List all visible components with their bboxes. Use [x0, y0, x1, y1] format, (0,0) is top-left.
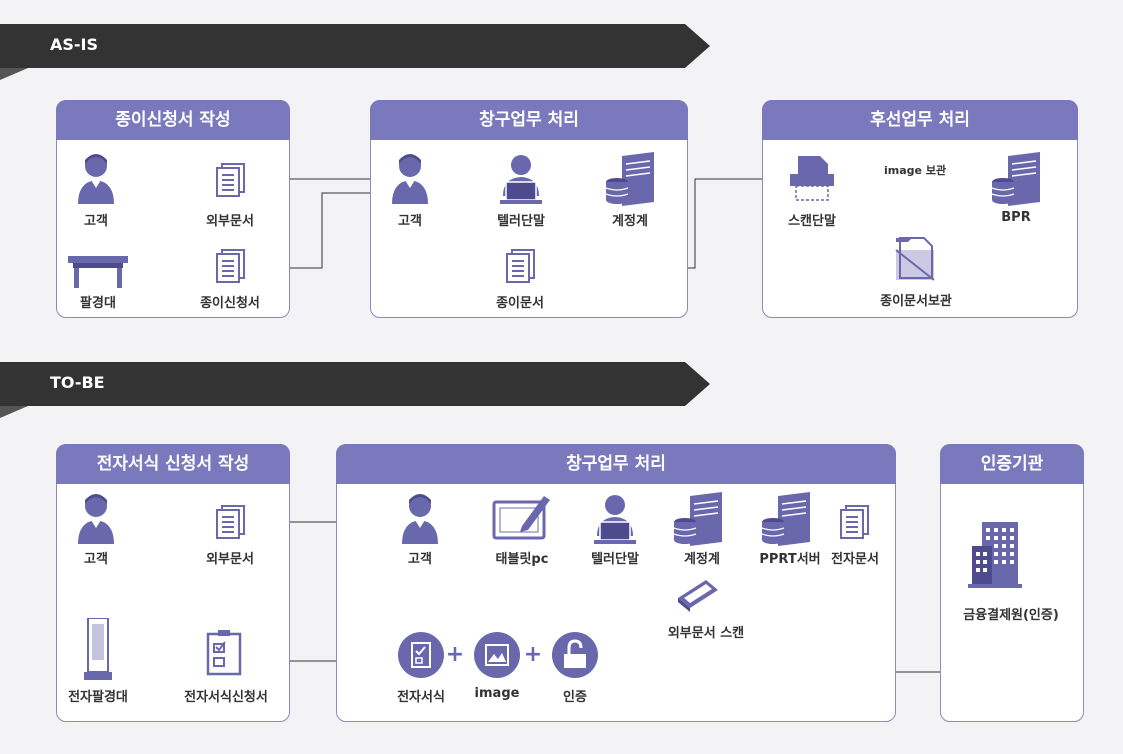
- plus-sign: +: [523, 642, 543, 667]
- image-store-label: image 보관: [884, 164, 947, 177]
- server-icon: [761, 492, 810, 546]
- e-counter-label: 전자팔경대: [68, 690, 128, 705]
- institution-label: 금융결제원(인증): [963, 608, 1059, 623]
- asis-title: AS-IS: [50, 35, 99, 54]
- box-title: 인증기관: [940, 444, 1084, 484]
- document-icon: [216, 505, 245, 539]
- teller-label: 텔러단말: [497, 214, 545, 229]
- scan-label: 외부문서 스캔: [667, 626, 745, 641]
- document-icon: [840, 505, 869, 539]
- box-title: 창구업무 처리: [336, 444, 896, 484]
- teller-terminal-icon: [500, 155, 542, 204]
- document-icon: [216, 163, 245, 197]
- flatbed-scanner-icon: [678, 580, 718, 612]
- pprt-server-label: PPRT서버: [759, 552, 821, 567]
- checklist-form-icon: [206, 630, 242, 676]
- box-title: 창구업무 처리: [370, 100, 688, 140]
- box-title: 후선업무 처리: [762, 100, 1078, 140]
- customer-label: 고객: [84, 552, 108, 567]
- kiosk-icon: [84, 618, 112, 680]
- tobe-counter-box: 창구업무 처리: [336, 444, 896, 722]
- asis-counter-box: 창구업무 처리: [370, 100, 688, 318]
- asis-backoffice-box: 후선업무 처리: [762, 100, 1078, 318]
- building-icon: [968, 522, 1022, 588]
- box-title: 전자서식 신청서 작성: [56, 444, 290, 484]
- customer-icon: [78, 494, 114, 544]
- plus-sign: +: [445, 642, 465, 667]
- customer-label: 고객: [84, 214, 108, 229]
- counter-table-icon: [68, 256, 128, 288]
- external-doc-label: 외부문서: [206, 214, 254, 229]
- paper-store-label: 종이문서보관: [880, 294, 952, 309]
- customer-icon: [392, 154, 428, 204]
- tobe-title: TO-BE: [50, 373, 105, 392]
- e-form-label: 전자서식신청서: [184, 690, 268, 705]
- customer-icon: [78, 154, 114, 204]
- account-system-label: 계정계: [612, 214, 648, 229]
- server-icon: [605, 152, 654, 206]
- image-label: image: [474, 686, 520, 701]
- asis-paper-form-box: 종이신청서 작성: [56, 100, 290, 318]
- document-icon: [506, 249, 535, 283]
- tobe-banner: TO-BE: [0, 362, 710, 418]
- teller-terminal-icon: [594, 495, 636, 544]
- customer-icon: [402, 494, 438, 544]
- folder-documents-icon: [895, 237, 935, 281]
- document-icon: [216, 249, 245, 283]
- server-icon: [991, 152, 1040, 206]
- server-icon: [673, 492, 722, 546]
- scan-terminal-label: 스캔단말: [788, 214, 836, 229]
- e-doc-label: 전자문서: [831, 552, 879, 567]
- account-system-label: 계정계: [684, 552, 720, 567]
- customer-label: 고객: [408, 552, 432, 567]
- customer-label: 고객: [398, 214, 422, 229]
- banner-arrow-shape: [0, 362, 710, 418]
- unlock-circle-icon: [552, 632, 598, 678]
- tablet-label: 태블릿pc: [495, 552, 549, 567]
- asis-banner: AS-IS: [0, 24, 710, 80]
- e-form-circle-icon: [398, 632, 444, 678]
- tobe-eform-box: 전자서식 신청서 작성: [56, 444, 290, 722]
- tablet-pen-icon: [492, 496, 550, 540]
- counter-label: 팔경대: [80, 296, 116, 311]
- image-circle-icon: [474, 632, 520, 678]
- paper-form-label: 종이신청서: [200, 296, 260, 311]
- auth-label: 인증: [563, 690, 587, 705]
- banner-arrow-shape: [0, 24, 710, 80]
- box-title: 종이신청서 작성: [56, 100, 290, 140]
- paper-doc-label: 종이문서: [496, 296, 544, 311]
- teller-label: 텔러단말: [591, 552, 639, 567]
- external-doc-label: 외부문서: [206, 552, 254, 567]
- bpr-label: BPR: [1001, 210, 1031, 225]
- e-form-label: 전자서식: [397, 690, 445, 705]
- scanner-terminal-icon: [790, 156, 834, 201]
